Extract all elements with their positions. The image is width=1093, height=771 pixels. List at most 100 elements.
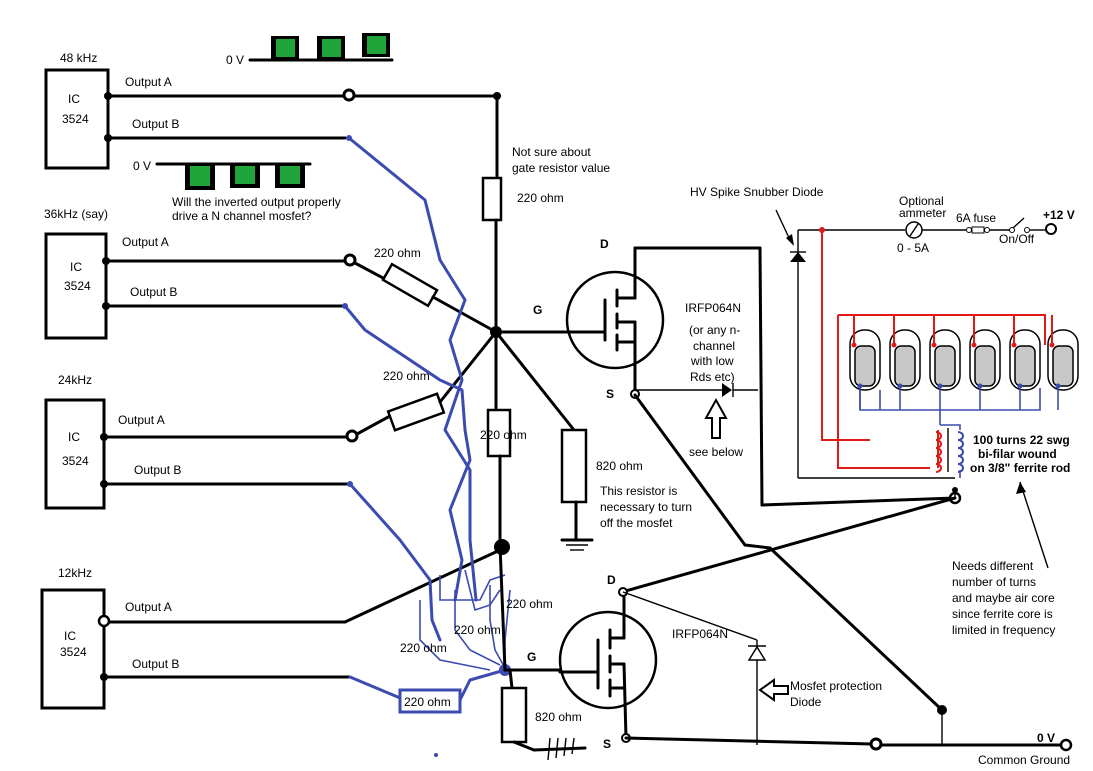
fuse-label: 6A fuse <box>956 211 996 225</box>
mosfet-top-gate-label: G <box>533 303 542 317</box>
waveform-top-zero-label: 0 V <box>226 53 244 67</box>
mosfet-top-note2: channel <box>693 339 735 353</box>
res-820-top-label: 820 ohm <box>596 459 643 473</box>
capacitor-core-6 <box>1052 345 1074 387</box>
capacitor-core-4 <box>974 345 996 387</box>
res-ic2-label: 220 ohm <box>374 246 421 260</box>
capacitor-core-5 <box>1014 345 1036 387</box>
mosfet-top-source-label: S <box>606 387 614 401</box>
supply-label: +12 V <box>1043 208 1075 222</box>
waveform-inverted-zero-label: 0 V <box>133 159 151 173</box>
see-below-note: see below <box>689 445 743 459</box>
res-ic3-label: 220 ohm <box>383 369 430 383</box>
ammeter-range: 0 - 5A <box>897 241 929 255</box>
snubber-and-supply: HV Spike Snubber Diode Optional ammeter … <box>690 185 1075 479</box>
turns-note4: since ferrite core is <box>952 607 1053 621</box>
capacitor-core-2 <box>894 345 916 387</box>
ic-24khz-freq: 24kHz <box>58 373 92 387</box>
res-b3-label: 220 ohm <box>400 641 447 655</box>
ammeter-label1: Optional <box>899 194 944 208</box>
capacitor-bank <box>821 230 1079 469</box>
see-below-arrow: see below <box>689 397 743 459</box>
coil: 100 turns 22 swg bi-filar wound on 3/8" … <box>935 428 1070 569</box>
mosfet-bottom-part: IRFP064N <box>672 627 728 641</box>
res-b2-label: 220 ohm <box>454 623 501 637</box>
ic-36khz-name1: IC <box>70 260 82 274</box>
switch-icon <box>1012 217 1025 229</box>
res-820-bottom-label: 820 ohm <box>535 710 582 724</box>
turnoff-note3: off the mosfet <box>600 516 673 530</box>
mosfet-top-note3: with low <box>690 354 734 368</box>
ic-12khz: 12kHz IC 3524 Output A Output B <box>40 566 179 710</box>
inverted-question-line1: Will the inverted output properly <box>172 195 341 209</box>
turnoff-note1: This resistor is <box>600 484 677 498</box>
ic-36khz-output-a: Output A <box>122 235 169 249</box>
gate-res-note2: gate resistor value <box>512 161 610 175</box>
turns-note5: limited in frequency <box>952 623 1055 637</box>
ground-voltage: 0 V <box>1037 731 1055 745</box>
snubber-label: HV Spike Snubber Diode <box>690 185 824 199</box>
labels: Not sure about gate resistor value 220 o… <box>374 145 1070 767</box>
ic-12khz-name2: 3524 <box>60 645 87 659</box>
ic-48khz-name1: IC <box>68 92 80 106</box>
res-b1-label: 220 ohm <box>506 597 553 611</box>
power-stage-wiring <box>620 246 962 745</box>
mosfet-top-part: IRFP064N <box>685 301 741 315</box>
mosfet-top: D G S IRFP064N (or any n- channel with l… <box>533 237 762 401</box>
ic-12khz-name1: IC <box>64 629 76 643</box>
gate-node-top <box>486 326 594 555</box>
mosfet-bottom-gate-label: G <box>527 650 536 664</box>
ic-48khz: 48 kHz IC 3524 Output A Output B <box>44 51 179 170</box>
ammeter-label2: ammeter <box>899 206 946 220</box>
turns-note3: and maybe air core <box>952 591 1055 605</box>
ic-24khz-output-a: Output A <box>118 413 165 427</box>
coil-label2: bi-filar wound <box>978 447 1057 461</box>
switch-label: On/Off <box>999 232 1035 246</box>
ic-48khz-freq: 48 kHz <box>60 51 97 65</box>
coil-label3: on 3/8" ferrite rod <box>970 461 1070 475</box>
ic-36khz: 36kHz (say) IC 3524 Output A Output B <box>44 207 177 340</box>
capacitor-core-1 <box>854 345 876 387</box>
output-b-wiring <box>102 136 352 679</box>
blue-feedback-wiring <box>342 135 511 757</box>
mosfet-top-note1: (or any n- <box>689 323 740 337</box>
output-a-wiring <box>97 88 503 681</box>
gate-node-bottom <box>498 543 587 761</box>
capacitor-core-3 <box>934 345 956 387</box>
turnoff-note2: necessary to turn <box>600 500 692 514</box>
ic-48khz-name2: 3524 <box>62 112 89 126</box>
res-mid-label: 220 ohm <box>480 428 527 442</box>
boxed-resistor <box>398 688 462 714</box>
ic-12khz-output-a: Output A <box>125 600 172 614</box>
ground-label: Common Ground <box>978 753 1070 767</box>
protection-note-line2: Diode <box>790 695 822 709</box>
turns-note1: Needs different <box>952 559 1034 573</box>
protection-arrow: Mosfet protection Diode <box>758 678 882 709</box>
ic-48khz-output-a: Output A <box>125 75 172 89</box>
ic-36khz-name2: 3524 <box>64 279 91 293</box>
ic-36khz-freq: 36kHz (say) <box>44 207 108 221</box>
ic-24khz-output-b: Output B <box>134 463 181 477</box>
waveform-inverted: 0 V <box>133 159 312 190</box>
ic-12khz-output-b: Output B <box>132 657 179 671</box>
ic-24khz-name1: IC <box>68 430 80 444</box>
fuse-icon <box>971 226 985 234</box>
inverted-question-line2: drive a N channel mosfet? <box>172 209 312 223</box>
res-boxed-label: 220 ohm <box>404 695 451 709</box>
ic-36khz-output-b: Output B <box>130 285 177 299</box>
coil-label1: 100 turns 22 swg <box>973 433 1070 447</box>
ic-24khz-name2: 3524 <box>62 454 89 468</box>
mosfet-top-drain-label: D <box>600 237 609 251</box>
mosfet-bottom: D G S IRFP064N <box>527 573 1073 752</box>
gate-res-note1: Not sure about <box>512 145 591 159</box>
ic-12khz-freq: 12kHz <box>58 566 92 580</box>
mosfet-bottom-source-label: S <box>603 737 611 751</box>
waveform-top: 0 V <box>226 33 394 67</box>
mosfet-bottom-drain-label: D <box>607 573 616 587</box>
ic-24khz: 24kHz IC 3524 Output A Output B <box>44 373 181 510</box>
turns-note2: number of turns <box>952 575 1036 589</box>
protection-note-line1: Mosfet protection <box>790 679 882 693</box>
res-top-label: 220 ohm <box>517 191 564 205</box>
ic-48khz-output-b: Output B <box>132 117 179 131</box>
